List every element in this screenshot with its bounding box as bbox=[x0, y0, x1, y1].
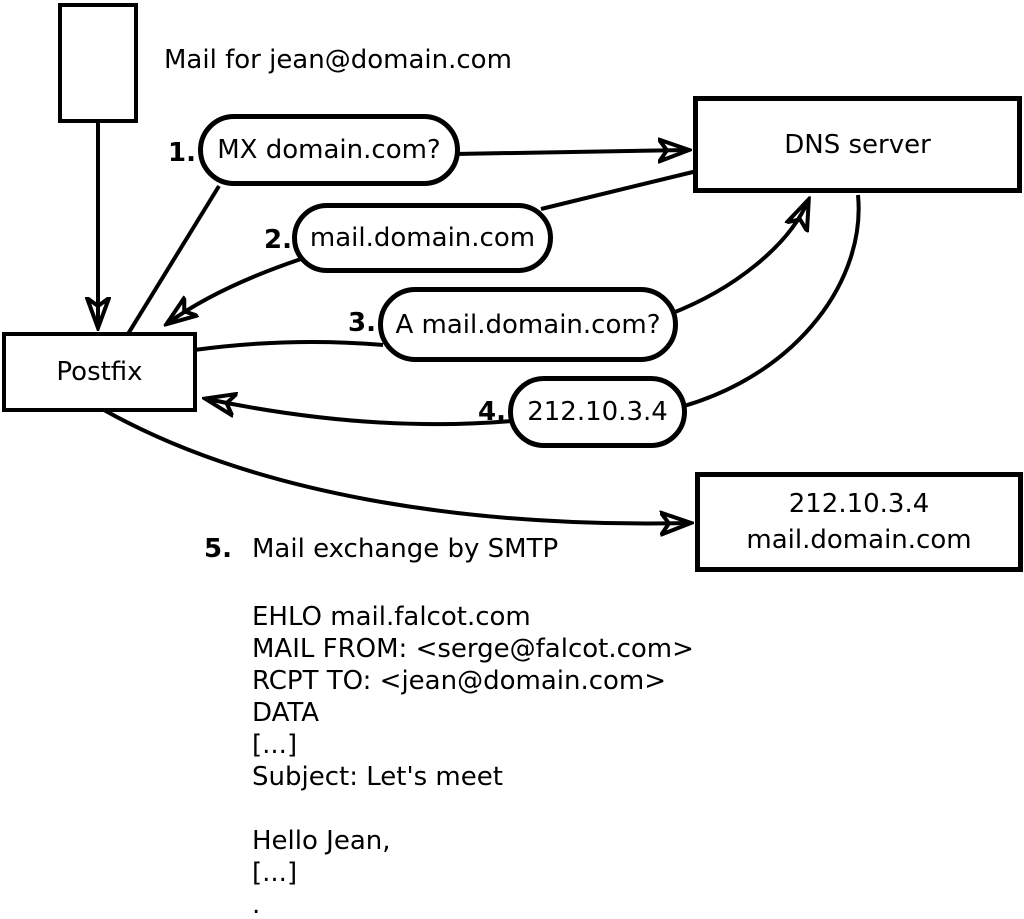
line-dns-to-step4 bbox=[683, 194, 861, 408]
dns-server-box: DNS server bbox=[693, 96, 1022, 193]
step-5-number: 5. bbox=[204, 534, 232, 564]
step-1-pill: MX domain.com? bbox=[198, 114, 460, 186]
mail-server-ip: 212.10.3.4 bbox=[788, 489, 930, 519]
envelope-box bbox=[58, 3, 138, 123]
step-2-label: mail.domain.com bbox=[309, 223, 536, 253]
step-3-pill: A mail.domain.com? bbox=[378, 287, 678, 362]
step-5-label: Mail exchange by SMTP bbox=[252, 534, 559, 564]
step-2-number: 2. bbox=[264, 225, 292, 255]
arrow-step2-to-postfix bbox=[168, 257, 302, 323]
arrow-step1-to-dns bbox=[453, 150, 687, 154]
mail-note: Mail for jean@domain.com bbox=[164, 45, 512, 75]
step-4-number: 4. bbox=[478, 397, 506, 427]
arrow-postfix-to-mailserver bbox=[103, 408, 689, 523]
step-1-label: MX domain.com? bbox=[217, 135, 441, 165]
arrow-step3-to-dns bbox=[669, 201, 808, 316]
step-1-number: 1. bbox=[168, 138, 196, 168]
step-4-label: 212.10.3.4 bbox=[527, 397, 668, 427]
mail-server-box: 212.10.3.4 mail.domain.com bbox=[695, 472, 1023, 572]
smtp-session-text: EHLO mail.falcot.com MAIL FROM: <serge@f… bbox=[252, 602, 694, 919]
step-2-pill: mail.domain.com bbox=[292, 203, 553, 273]
mail-server-hostname: mail.domain.com bbox=[746, 525, 972, 555]
step-4-pill: 212.10.3.4 bbox=[508, 376, 687, 448]
postfix-box: Postfix bbox=[2, 332, 197, 412]
arrow-step4-to-postfix bbox=[207, 399, 513, 427]
dns-server-label: DNS server bbox=[784, 129, 931, 160]
step-3-label: A mail.domain.com? bbox=[395, 309, 661, 340]
line-dns-to-step2 bbox=[540, 169, 698, 211]
line-postfix-to-step1 bbox=[126, 184, 221, 336]
step-3-number: 3. bbox=[348, 308, 376, 338]
line-postfix-to-step3 bbox=[193, 339, 384, 352]
postfix-label: Postfix bbox=[56, 357, 143, 387]
